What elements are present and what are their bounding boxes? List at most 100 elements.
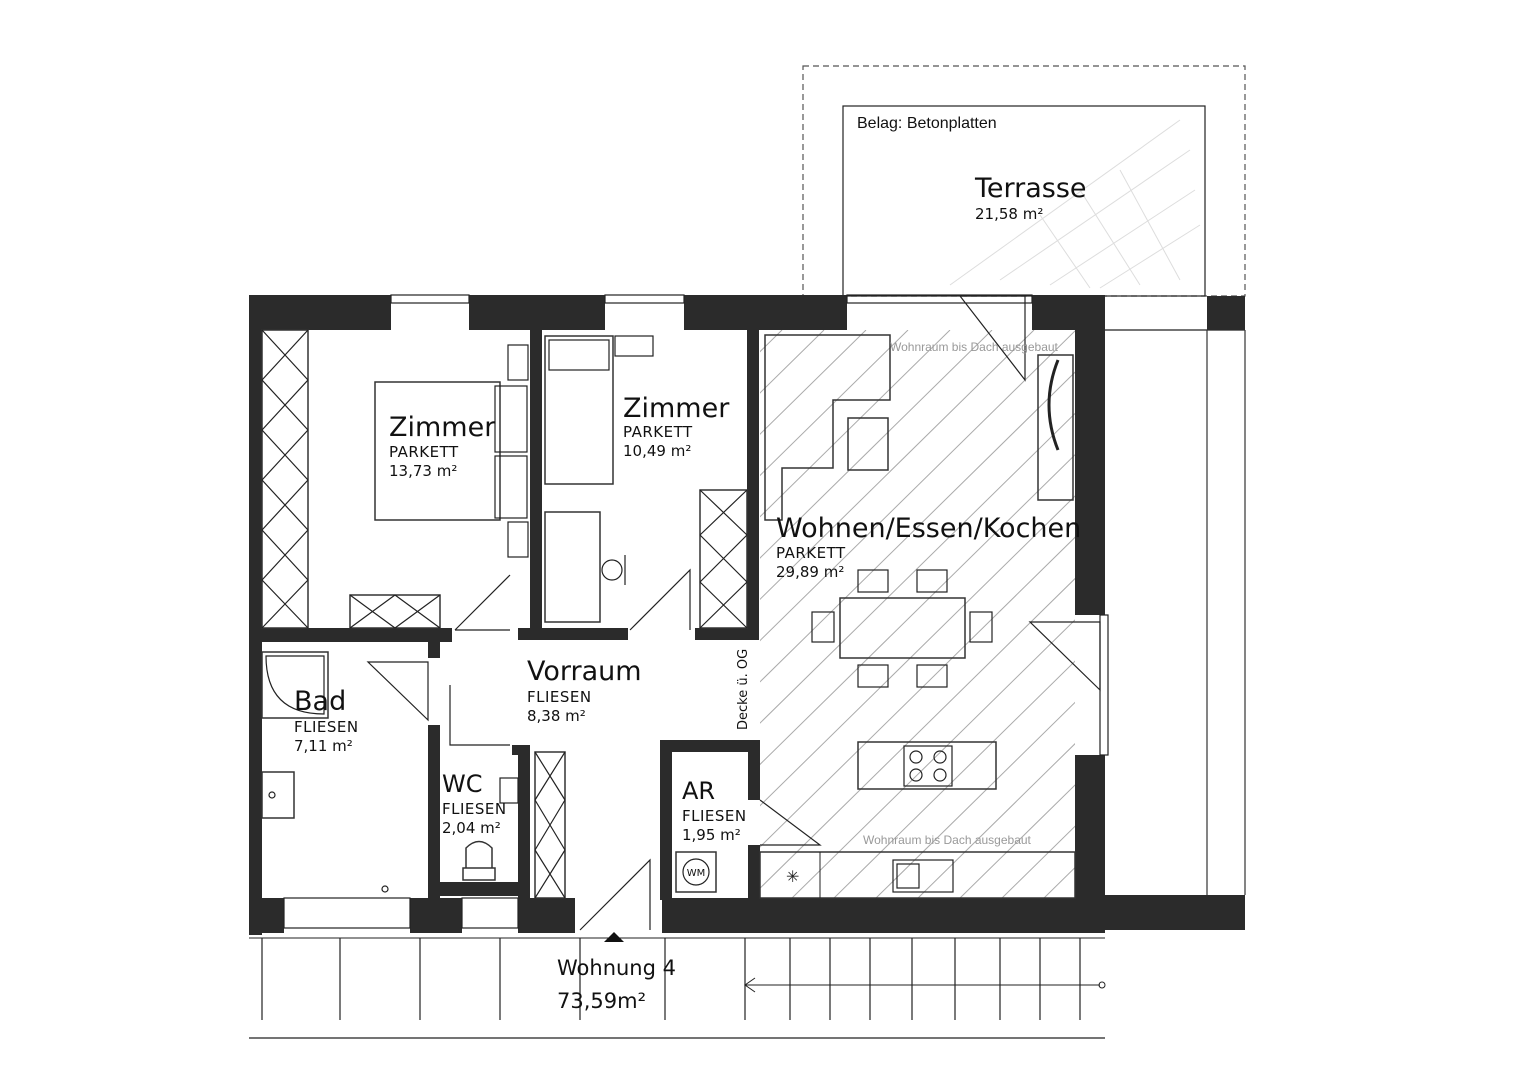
door-ar (759, 799, 822, 846)
window-right (1099, 614, 1109, 756)
hatch-line (760, 330, 1075, 900)
wall-top-3 (684, 295, 847, 330)
bed-z2 (544, 335, 614, 485)
wall-zimmer1-bottom (262, 628, 452, 642)
window-top-1 (390, 294, 470, 304)
hatch-line (760, 330, 951, 900)
hatch-line (831, 330, 1075, 900)
burner-2 (933, 750, 947, 764)
wc-name: WC (442, 770, 483, 798)
zimmer1-furniture (261, 329, 529, 629)
hall-wardrobe-cross (534, 751, 566, 899)
burner-3 (909, 768, 923, 782)
ceiling-note: Decke ü. OG (736, 649, 751, 730)
flat-area: 73,59m² (557, 989, 646, 1013)
vorraum-name: Vorraum (527, 656, 642, 687)
exterior-deck (249, 932, 1106, 1039)
terrasse-area: 21,58 m² (975, 205, 1043, 223)
wc-floor: FLIESEN (442, 800, 507, 818)
wc-furniture (462, 777, 519, 881)
zimmer2-floor: PARKETT (623, 423, 693, 441)
wall-left (249, 295, 262, 935)
living-furniture: ✳ (759, 334, 1076, 899)
wall-right-1 (1075, 295, 1105, 615)
terrace-paving (949, 119, 1201, 289)
dresser-z1 (349, 594, 441, 629)
chair-3 (857, 664, 889, 688)
pillow-z2 (548, 339, 610, 371)
window-living-right (1028, 621, 1101, 692)
wall-zimmer2-bottom-b (695, 628, 759, 640)
fridge-symbol: ✳ (786, 867, 799, 886)
hatch-line (760, 330, 1075, 900)
ar-furniture: WM (675, 851, 717, 893)
living-hatch (760, 330, 1527, 900)
hatch-line (760, 330, 993, 900)
window-bottom-1 (283, 897, 411, 929)
wall-bottom-2 (410, 898, 462, 933)
living-note-bottom: Wohnraum bis Dach ausgebaut (863, 833, 1032, 847)
zimmer1-area: 13,73 m² (389, 462, 457, 480)
washbasin-bad (261, 771, 295, 819)
hatch-line (915, 330, 1075, 900)
hatch-line (873, 330, 1075, 900)
washing-machine-label: WM (687, 868, 706, 879)
wall-ar-left (660, 740, 672, 900)
bad-furniture (261, 651, 389, 893)
wc-area: 2,04 m² (442, 819, 501, 837)
nightstand-z2 (614, 335, 654, 357)
pillow-z1-a (494, 385, 528, 453)
wall-ar-top (660, 740, 760, 752)
kitchen-sink-basin (896, 863, 920, 889)
wall-wc-top (512, 745, 530, 755)
door-zimmer2 (629, 568, 691, 631)
wall-zimmer2-right (747, 330, 759, 635)
wall-top-2 (469, 295, 605, 330)
desk-z2 (544, 511, 601, 623)
window-top-2 (604, 294, 685, 304)
hatch-line (760, 330, 867, 900)
hatch-line (760, 330, 1075, 900)
chair-4 (916, 664, 948, 688)
interior-walls (262, 330, 760, 900)
wohnen-name: Wohnen/Essen/Kochen (776, 513, 1081, 544)
hatch-line (760, 330, 1035, 900)
hatch-line (1084, 330, 1527, 900)
wall-bottom-4 (662, 898, 1105, 933)
wall-wc-right (518, 745, 530, 900)
terrace-pillar (1207, 296, 1245, 330)
hatch-line (760, 330, 909, 900)
terrasse-name: Terrasse (974, 173, 1087, 204)
chair-1 (857, 569, 889, 593)
flat-name: Wohnung 4 (557, 956, 676, 980)
terrace-area (802, 65, 1246, 930)
burner-1 (909, 750, 923, 764)
hatch-line (760, 330, 1075, 900)
burner-4 (933, 768, 947, 782)
cooktop (903, 745, 953, 787)
bad-name: Bad (294, 686, 346, 717)
wc-basin (499, 777, 519, 804)
coffee-table (847, 417, 889, 471)
washbasin-bad-drain (268, 791, 276, 799)
hatch-line (789, 330, 1075, 900)
shower (261, 651, 329, 719)
kitchen-sink (892, 859, 954, 893)
living-note-top: Wohnraum bis Dach ausgebaut (890, 340, 1059, 354)
wall-zimmer1-stub (428, 628, 440, 658)
terrace-cover-note: Belag: Betonplatten (857, 115, 997, 132)
zimmer1-floor: PARKETT (389, 443, 459, 461)
wall-top-1 (249, 295, 391, 330)
wall-bottom-3 (518, 898, 575, 933)
bad-tap (381, 885, 389, 893)
shower-curve (265, 655, 325, 715)
hatch-line (760, 330, 1075, 900)
wardrobe-z2 (699, 489, 748, 629)
vorraum-furniture (534, 751, 566, 899)
hatch-line (760, 330, 1075, 900)
stair-end (1098, 981, 1106, 989)
wall-zimmer-divider (530, 330, 542, 630)
wardrobe-z1 (261, 329, 309, 629)
tv-unit (1037, 354, 1074, 501)
entrance-marker (604, 932, 624, 942)
